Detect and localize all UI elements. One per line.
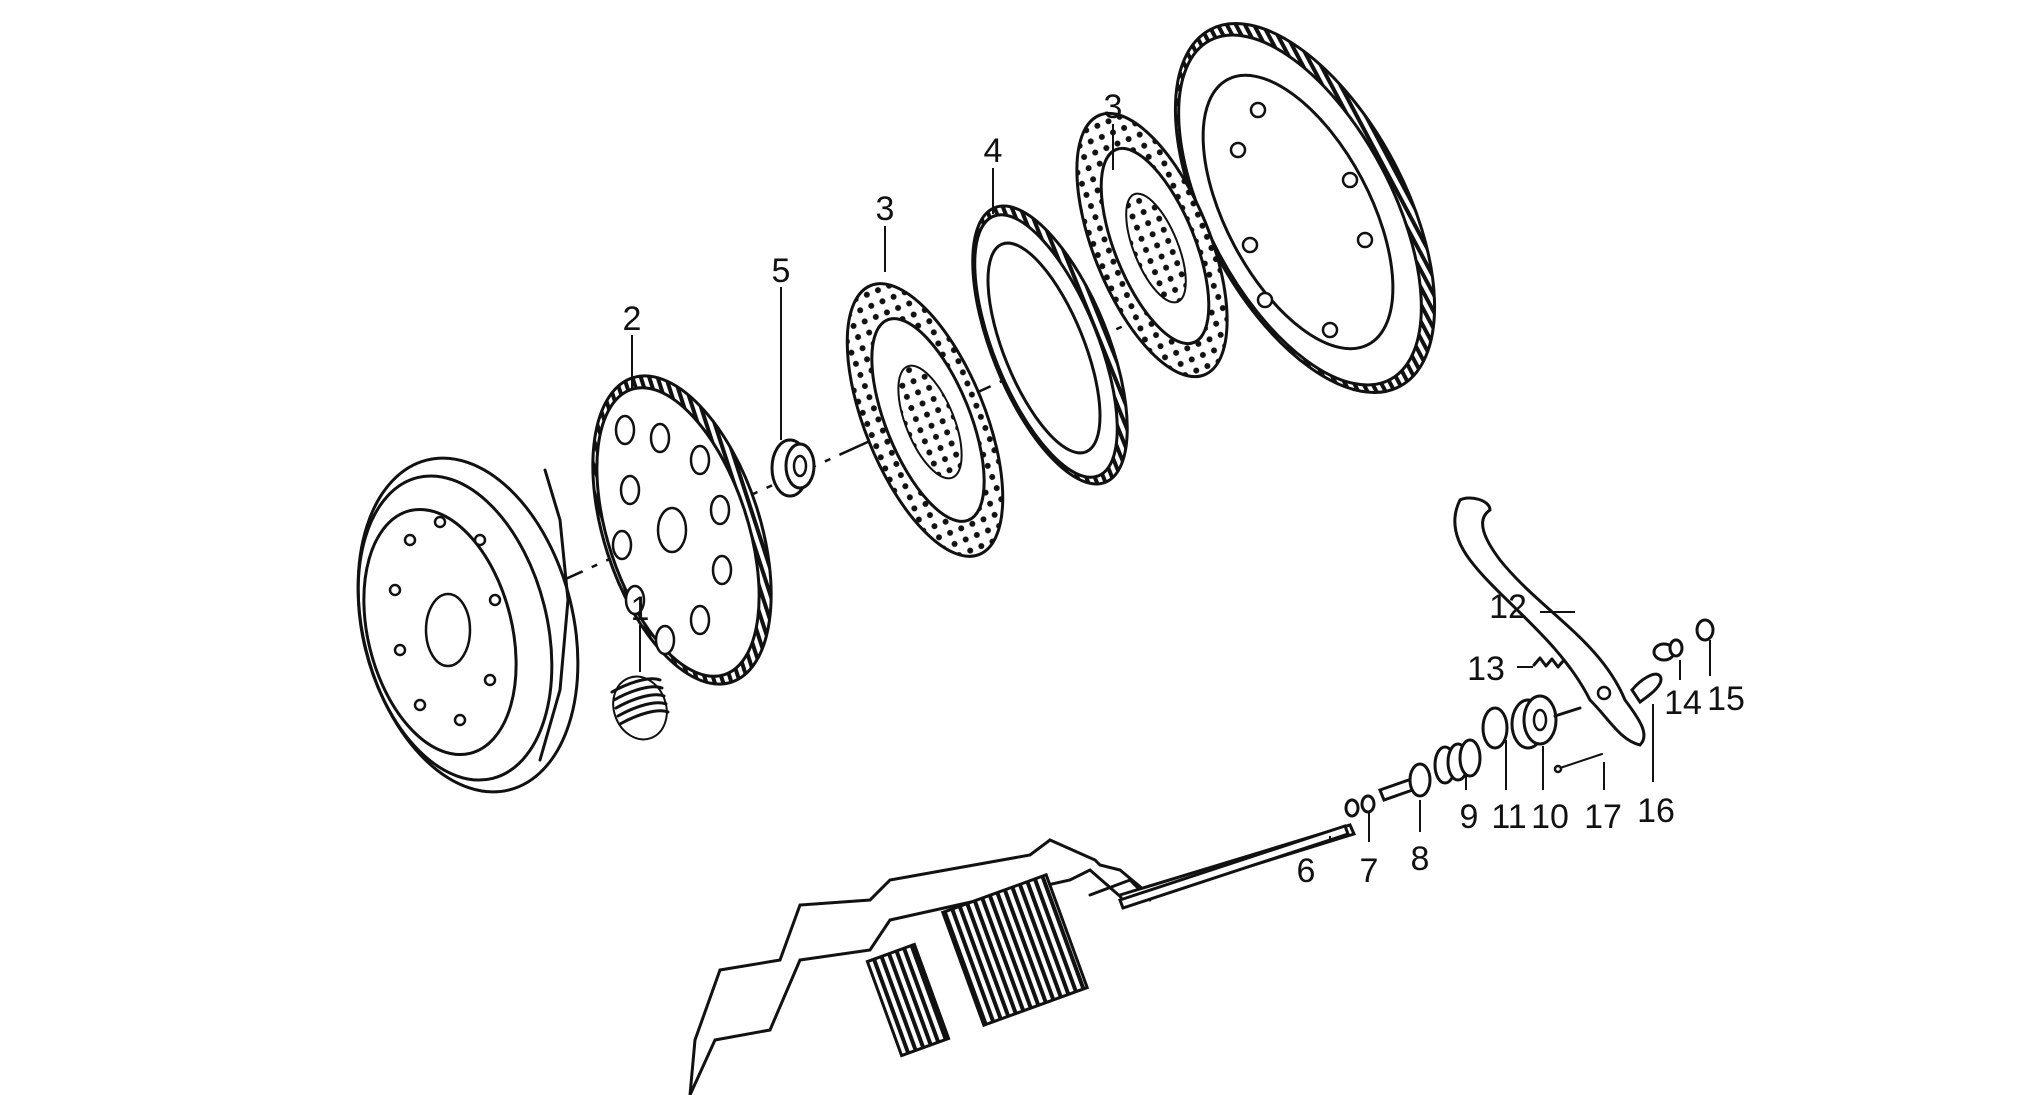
part-label-10: 10	[1531, 798, 1569, 836]
part-label-16: 16	[1637, 792, 1675, 830]
spring-1	[610, 675, 670, 741]
part-label-3-right: 3	[1104, 88, 1123, 126]
part-label-9: 9	[1460, 798, 1479, 836]
part-label-5: 5	[772, 252, 791, 290]
clutch-disc-3-right	[1075, 111, 1229, 379]
pin-16	[1630, 672, 1663, 705]
flywheel-ring-gear	[1173, 22, 1437, 394]
push-rod-6	[1118, 824, 1350, 910]
intermediate-plate-4	[971, 204, 1129, 486]
part-label-14: 14	[1664, 684, 1702, 722]
leader-lines	[631, 124, 1711, 842]
bush-10	[1510, 694, 1582, 750]
part-label-7: 7	[1360, 852, 1379, 890]
adjuster-14	[1652, 638, 1684, 662]
pressure-plate-housing	[356, 456, 580, 794]
nut-15	[1695, 618, 1715, 642]
o-ring-11	[1481, 706, 1509, 750]
clutch-disc-3-left	[845, 282, 1005, 558]
push-piece-8	[1378, 762, 1432, 802]
part-label-3-left: 3	[876, 190, 895, 228]
hub-5	[770, 438, 816, 498]
part-label-17: 17	[1584, 798, 1622, 836]
thrust-bearing-9	[1433, 738, 1482, 785]
part-label-8: 8	[1411, 840, 1430, 878]
part-label-13: 13	[1467, 650, 1505, 688]
part-label-15: 15	[1707, 680, 1745, 718]
toothed-plate-2	[591, 374, 773, 686]
clutch-lever-12	[1453, 496, 1646, 747]
part-label-4: 4	[984, 132, 1003, 170]
part-label-1: 1	[631, 590, 650, 628]
part-label-11: 11	[1491, 798, 1526, 836]
part-label-6: 6	[1297, 852, 1316, 890]
ball-bearing-7	[1344, 794, 1376, 818]
split-pin-17	[1553, 753, 1603, 774]
spring-13	[1532, 656, 1572, 670]
part-label-2: 2	[623, 300, 642, 338]
part-label-12: 12	[1489, 588, 1527, 626]
